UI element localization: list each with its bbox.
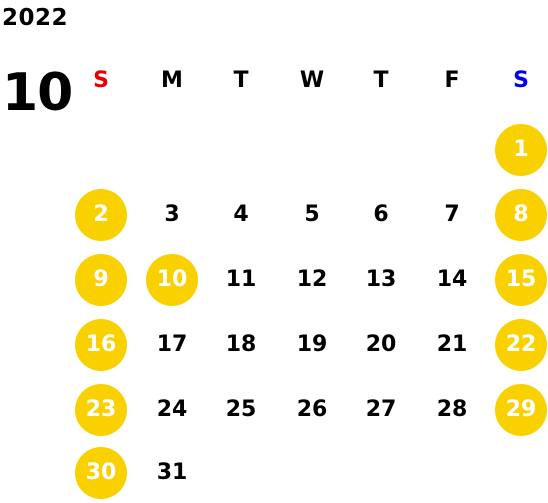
- calendar-day[interactable]: 14: [436, 267, 468, 292]
- calendar-day-highlighted[interactable]: 16: [75, 319, 127, 371]
- weekday-label: S: [513, 68, 529, 93]
- calendar-day-highlighted[interactable]: 30: [75, 447, 127, 499]
- calendar-day[interactable]: 26: [296, 397, 328, 422]
- calendar-day[interactable]: 7: [444, 202, 460, 227]
- calendar-day[interactable]: 12: [296, 267, 328, 292]
- calendar-day[interactable]: 3: [164, 202, 180, 227]
- calendar-day[interactable]: 19: [296, 332, 328, 357]
- calendar-day[interactable]: 5: [304, 202, 320, 227]
- calendar-day[interactable]: 27: [365, 397, 397, 422]
- calendar-day-highlighted[interactable]: 29: [495, 384, 547, 436]
- calendar-day[interactable]: 21: [436, 332, 468, 357]
- weekday-label: T: [233, 68, 249, 93]
- calendar-day[interactable]: 17: [156, 332, 188, 357]
- calendar-day-highlighted[interactable]: 10: [146, 254, 198, 306]
- calendar-day[interactable]: 4: [233, 202, 249, 227]
- calendar-day-highlighted[interactable]: 9: [75, 254, 127, 306]
- weekday-label: T: [373, 68, 389, 93]
- calendar-day-highlighted[interactable]: 22: [495, 319, 547, 371]
- calendar-day[interactable]: 18: [225, 332, 257, 357]
- calendar-day[interactable]: 25: [225, 397, 257, 422]
- calendar-day[interactable]: 24: [156, 397, 188, 422]
- calendar-day-highlighted[interactable]: 2: [75, 189, 127, 241]
- calendar-day[interactable]: 13: [365, 267, 397, 292]
- year-label: 2022: [2, 5, 69, 31]
- calendar-day[interactable]: 31: [156, 460, 188, 485]
- calendar-day[interactable]: 20: [365, 332, 397, 357]
- calendar-day[interactable]: 28: [436, 397, 468, 422]
- weekday-label: W: [299, 68, 325, 93]
- calendar-day[interactable]: 6: [373, 202, 389, 227]
- calendar-day-highlighted[interactable]: 1: [495, 124, 547, 176]
- calendar-day-highlighted[interactable]: 8: [495, 189, 547, 241]
- weekday-label: F: [444, 68, 460, 93]
- month-label: 10: [2, 63, 73, 123]
- weekday-label: S: [93, 68, 109, 93]
- weekday-label: M: [161, 68, 183, 93]
- calendar-day-highlighted[interactable]: 15: [495, 254, 547, 306]
- calendar-day-highlighted[interactable]: 23: [75, 384, 127, 436]
- calendar-day[interactable]: 11: [225, 267, 257, 292]
